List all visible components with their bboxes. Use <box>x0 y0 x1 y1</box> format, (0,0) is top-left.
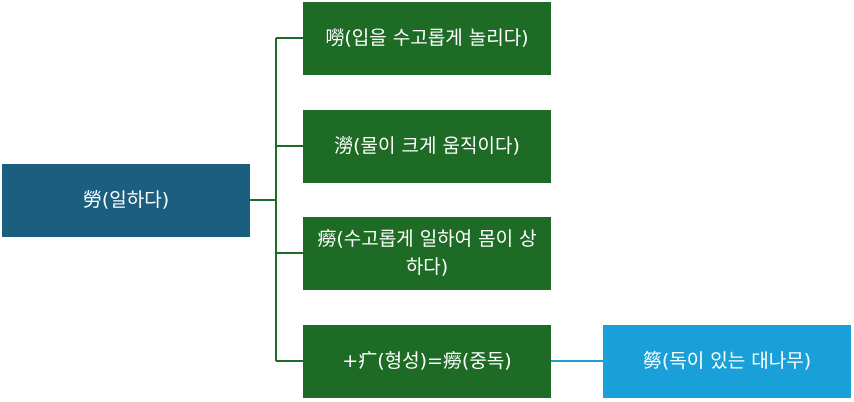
child-node-2-label: 澇(물이 크게 움직이다) <box>334 134 520 157</box>
root-node: 勞(일하다) <box>2 164 250 237</box>
child-node-2: 澇(물이 크게 움직이다) <box>303 110 551 183</box>
child-node-3: 癆(수고롭게 일하여 몸이 상하다) <box>303 217 551 290</box>
child-node-1: 嘮(입을 수고롭게 놀리다) <box>303 2 551 75</box>
child-node-4: +疒(형성)=癆(중독) <box>303 325 551 398</box>
child-node-4-label: +疒(형성)=癆(중독) <box>342 349 512 372</box>
child-node-3-label: 癆(수고롭게 일하여 몸이 상하다) <box>317 227 537 278</box>
root-node-label: 勞(일하다) <box>82 188 170 211</box>
leaf-node: 簩(독이 있는 대나무) <box>603 325 851 398</box>
child-node-1-label: 嘮(입을 수고롭게 놀리다) <box>325 26 529 49</box>
leaf-node-label: 簩(독이 있는 대나무) <box>642 349 812 372</box>
